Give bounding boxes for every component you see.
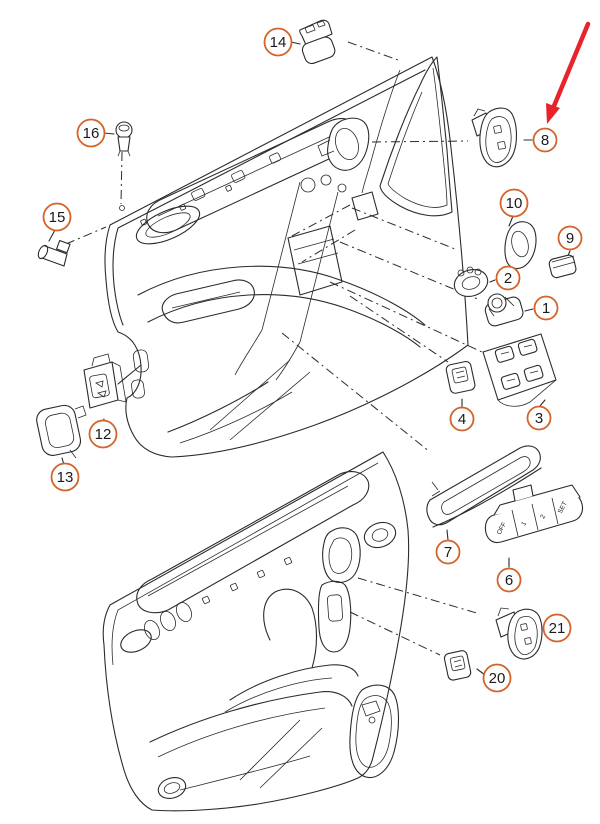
callout-21[interactable]: 21 — [542, 613, 572, 643]
callout-ring[interactable] — [526, 405, 552, 431]
callout-ring[interactable] — [76, 118, 106, 148]
callout-1[interactable]: 1 — [533, 295, 559, 321]
part-2-seal-ring — [453, 266, 489, 297]
callout-number: 12 — [95, 426, 112, 443]
part-10-pull-handle-trim — [504, 221, 537, 270]
callout-15[interactable]: 15 — [42, 202, 72, 232]
memory-switch-label-1: 1 — [520, 520, 528, 527]
callout-ring[interactable] — [496, 567, 522, 593]
callout-number: 8 — [541, 132, 549, 149]
callout-ring[interactable] — [533, 295, 559, 321]
callout-number: 1 — [542, 300, 550, 317]
part-3-window-switch-bank — [482, 333, 557, 407]
part-8-interior-door-handle — [471, 107, 517, 168]
front-door-panel — [104, 56, 469, 458]
callout-6[interactable]: 6 — [496, 567, 522, 593]
callout-9[interactable]: 9 — [557, 225, 583, 251]
callout-12[interactable]: 12 — [88, 419, 118, 449]
part-15-clip-pin — [37, 239, 71, 267]
callout-16[interactable]: 16 — [76, 118, 106, 148]
part-21-rear-interior-door-handle — [495, 607, 543, 660]
leader-lines — [48, 41, 571, 676]
callout-number: 2 — [504, 270, 512, 287]
callout-2[interactable]: 2 — [495, 265, 521, 291]
callout-ring[interactable] — [495, 265, 521, 291]
callout-8[interactable]: 8 — [532, 127, 558, 153]
callout-number: 14 — [270, 34, 287, 51]
rear-door-panel — [102, 451, 410, 812]
callout-10[interactable]: 10 — [499, 188, 529, 218]
part-7-trim-bezel — [426, 445, 542, 528]
callout-13[interactable]: 13 — [50, 462, 80, 492]
callout-number: 13 — [57, 469, 74, 486]
part-14-switch — [299, 19, 336, 65]
part-13-switch-bezel — [36, 404, 87, 459]
callout-ring[interactable] — [532, 127, 558, 153]
callout-number: 9 — [566, 230, 574, 247]
part-9-switch — [548, 254, 577, 279]
callout-ring[interactable] — [557, 225, 583, 251]
part-6-memory-seat-switch: OFF 1 2 SET — [484, 484, 584, 544]
callout-number: 7 — [444, 544, 452, 561]
highlight-arrow-shaft — [551, 21, 591, 109]
part-1-mirror-adjust-knob — [484, 293, 524, 327]
callout-20[interactable]: 20 — [482, 663, 512, 693]
memory-switch-label-2: 2 — [539, 513, 547, 520]
callout-ring[interactable] — [88, 419, 118, 449]
part-4-window-switch-single — [445, 360, 476, 394]
callout-number: 21 — [549, 620, 566, 637]
callout-3[interactable]: 3 — [526, 405, 552, 431]
callout-number: 3 — [535, 410, 543, 427]
highlight-arrow-head — [546, 103, 560, 124]
callout-ring[interactable] — [42, 202, 72, 232]
highlight-arrow — [546, 21, 591, 124]
callout-14[interactable]: 14 — [263, 27, 293, 57]
callout-number: 16 — [83, 125, 100, 142]
callout-number: 10 — [506, 195, 523, 212]
callout-ring[interactable] — [449, 406, 475, 432]
part-16-clip — [115, 121, 133, 157]
callout-ring[interactable] — [542, 613, 572, 643]
part-20-rear-window-switch — [443, 650, 472, 681]
callout-number: 20 — [489, 670, 506, 687]
callout-number: 6 — [505, 572, 513, 589]
callout-number: 15 — [49, 209, 66, 226]
callout-number: 4 — [458, 411, 466, 428]
callout-ring[interactable] — [482, 663, 512, 693]
callout-ring[interactable] — [50, 462, 80, 492]
callout-4[interactable]: 4 — [449, 406, 475, 432]
callout-7[interactable]: 7 — [435, 539, 461, 565]
callout-ring[interactable] — [499, 188, 529, 218]
callout-ring[interactable] — [435, 539, 461, 565]
part-12-trunk-release-switch — [83, 353, 127, 409]
callout-ring[interactable] — [263, 27, 293, 57]
